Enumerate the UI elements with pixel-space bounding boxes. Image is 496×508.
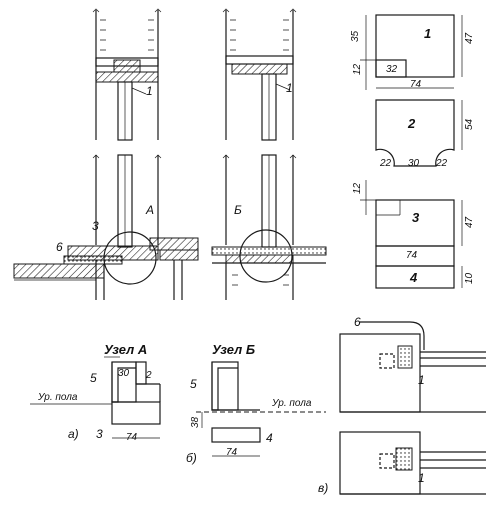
marker-b: Б [234, 203, 242, 217]
dim-30: 30 [408, 158, 420, 169]
block-label-4: 4 [409, 270, 418, 285]
dim-10: 10 [464, 272, 475, 284]
title-uzel-a: Узел А [104, 342, 147, 357]
dim-47-top: 47 [464, 32, 475, 44]
dim-74-mid: 74 [406, 250, 418, 261]
block-label-3: 3 [412, 210, 420, 225]
dim-30-node-a: 30 [118, 368, 130, 379]
dim-74-node-b: 74 [226, 447, 238, 458]
block-detail-1 [360, 14, 463, 90]
block-label-2: 2 [407, 116, 416, 131]
marker-a: А [145, 203, 154, 217]
dim-74-node-a: 74 [126, 432, 138, 443]
figure-b: б) [186, 451, 197, 465]
label-6-floor: 6 [56, 240, 63, 254]
label-1-top-left: 1 [146, 84, 153, 98]
label-1-detail-v-top: 1 [418, 373, 425, 387]
block-detail-3-4 [360, 180, 463, 289]
dim-22-left: 22 [379, 158, 392, 169]
label-5-node-b: 5 [190, 377, 197, 391]
dim-38: 38 [190, 416, 201, 428]
detail-v-top [339, 321, 486, 413]
label-1-top-middle: 1 [286, 81, 293, 95]
dim-22-right: 22 [435, 158, 448, 169]
label-1-detail-v-bottom: 1 [418, 471, 425, 485]
dim-74-top: 74 [410, 79, 422, 90]
label-3-floor: 3 [92, 219, 99, 233]
dim-12-mid: 12 [352, 182, 363, 194]
label-6-detail-v: 6 [354, 315, 361, 329]
block-label-1: 1 [424, 26, 431, 41]
label-3-node-a: 3 [96, 427, 103, 441]
title-uzel-b: Узел Б [212, 342, 255, 357]
dim-47-mid: 47 [464, 216, 475, 228]
dim-35: 35 [350, 30, 361, 42]
ur-pola-b: Ур. пола [271, 398, 312, 409]
figure-v: в) [318, 481, 328, 495]
block-detail-2 [375, 99, 463, 167]
node-b-detail [196, 361, 326, 457]
wall-section-top-middle [222, 8, 297, 141]
dim-12-top: 12 [352, 63, 363, 75]
label-4-node-b: 4 [266, 431, 273, 445]
dim-2: 2 [145, 370, 152, 381]
figure-a: а) [68, 427, 79, 441]
ur-pola-a: Ур. пола [37, 392, 78, 403]
dim-32: 32 [386, 64, 398, 75]
label-5-node-a: 5 [90, 371, 97, 385]
node-a-detail [30, 356, 161, 439]
wall-section-top-left [92, 8, 162, 141]
dim-54: 54 [464, 118, 475, 130]
detail-v-bottom [339, 431, 486, 495]
floor-section-left [13, 154, 199, 300]
floor-section-middle [211, 154, 327, 300]
